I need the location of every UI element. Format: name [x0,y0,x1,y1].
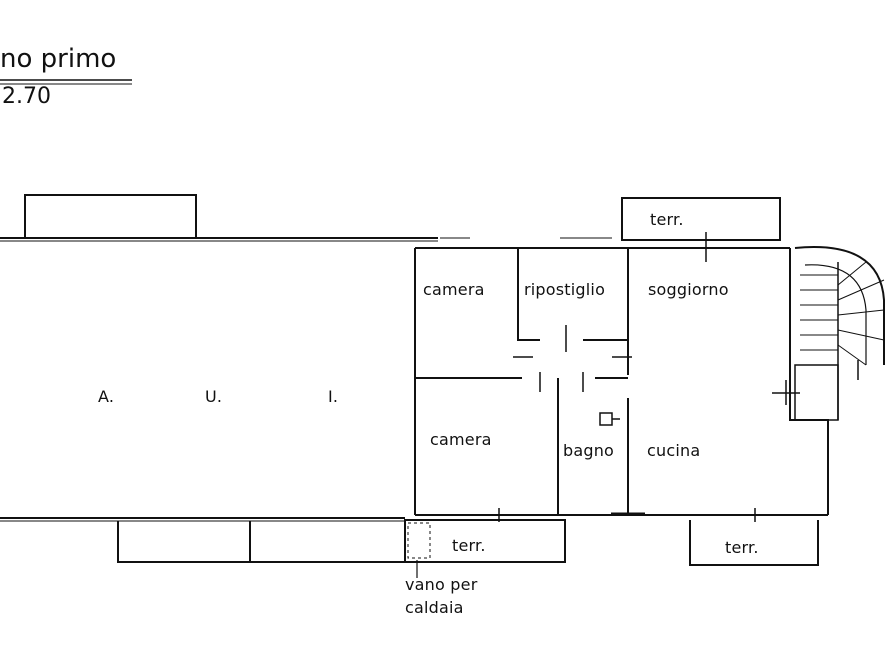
aui-letter-i: I. [328,387,339,406]
room-label-camera-bottom: camera [430,430,492,449]
room-label-soggiorno: soggiorno [648,280,729,299]
room-label-camera-top: camera [423,280,485,299]
terrace-label-bottom-right: terr. [725,538,759,557]
aui-letter-a: A. [98,387,115,406]
room-label-cucina: cucina [647,441,701,460]
terrace-label-bottom-middle: terr. [452,536,486,555]
room-label-bagno: bagno [563,441,615,460]
floor-title: no primo [0,44,117,74]
aui-letter-u: U. [205,387,223,406]
room-label-ripostiglio: ripostiglio [524,280,606,299]
ceiling-height: 2.70 [2,84,51,109]
vano-label-line1: vano per [405,575,478,594]
terrace-label-top-right: terr. [650,210,684,229]
vano-label-line2: caldaia [405,598,464,617]
